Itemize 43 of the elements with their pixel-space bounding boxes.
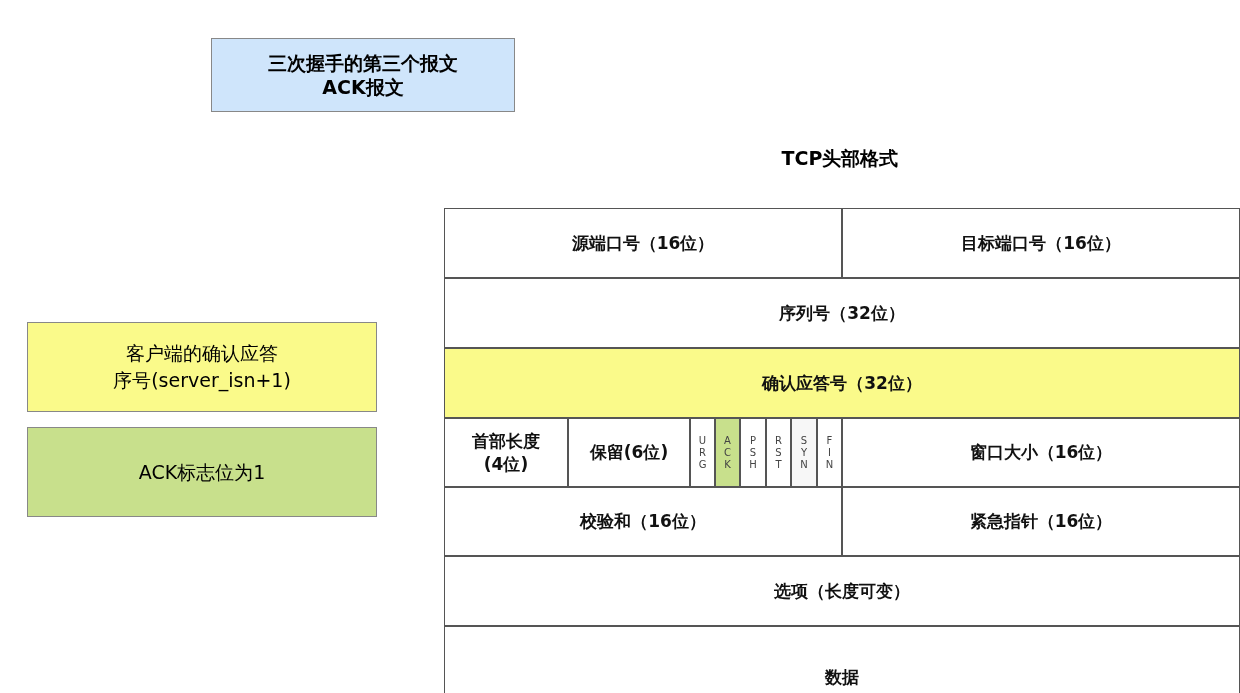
node-text: 保留(6位)	[589, 441, 669, 464]
header-field-cell	[444, 556, 1240, 626]
node-text: ACK报文	[322, 75, 404, 99]
note-box	[27, 427, 377, 517]
flag-label: RST	[774, 434, 783, 471]
flag-bit-cell	[817, 418, 842, 487]
header-field-cell	[842, 208, 1240, 278]
node-text: 紧急指针（16位）	[969, 510, 1113, 533]
header-field-cell	[842, 418, 1240, 487]
node-text: 数据	[825, 666, 859, 689]
message-title-box	[211, 38, 515, 112]
header-field-cell	[444, 626, 1240, 693]
flag-label: ACK	[723, 434, 732, 471]
node-text: 校验和（16位）	[580, 510, 706, 533]
flag-bit-cell	[740, 418, 766, 487]
diagram-title: TCP头部格式	[780, 146, 900, 171]
header-field-cell	[568, 418, 690, 487]
flag-label: SYN	[800, 434, 808, 471]
flag-bit-cell	[766, 418, 791, 487]
node-text: 首部长度(4位)	[471, 429, 541, 476]
header-field-cell	[444, 418, 568, 487]
node-text: ACK标志位为1	[138, 459, 266, 485]
flag-bit-cell	[715, 418, 740, 487]
flag-label: PSH	[749, 434, 757, 471]
node-text: 序号(server_isn+1)	[113, 368, 291, 394]
flag-label: URG	[698, 434, 707, 471]
flag-bit-cell	[791, 418, 817, 487]
header-field-cell	[842, 487, 1240, 556]
node-text: 客户端的确认应答	[126, 341, 278, 366]
header-field-cell	[444, 348, 1240, 418]
header-field-cell	[444, 278, 1240, 348]
node-text: 序列号（32位）	[779, 301, 905, 325]
node-text: 确认应答号（32位）	[762, 371, 922, 395]
node-text: 三次握手的第三个报文	[268, 51, 458, 75]
node-text: 窗口大小（16位）	[969, 441, 1113, 464]
node-text: 目标端口号（16位）	[961, 231, 1121, 255]
node-text: 源端口号（16位）	[571, 231, 715, 255]
header-field-cell	[444, 487, 842, 556]
header-field-cell	[444, 208, 842, 278]
flag-label: FIN	[825, 434, 834, 471]
note-box	[27, 322, 377, 412]
flag-bit-cell	[690, 418, 715, 487]
node-text: 选项（长度可变）	[774, 579, 910, 603]
